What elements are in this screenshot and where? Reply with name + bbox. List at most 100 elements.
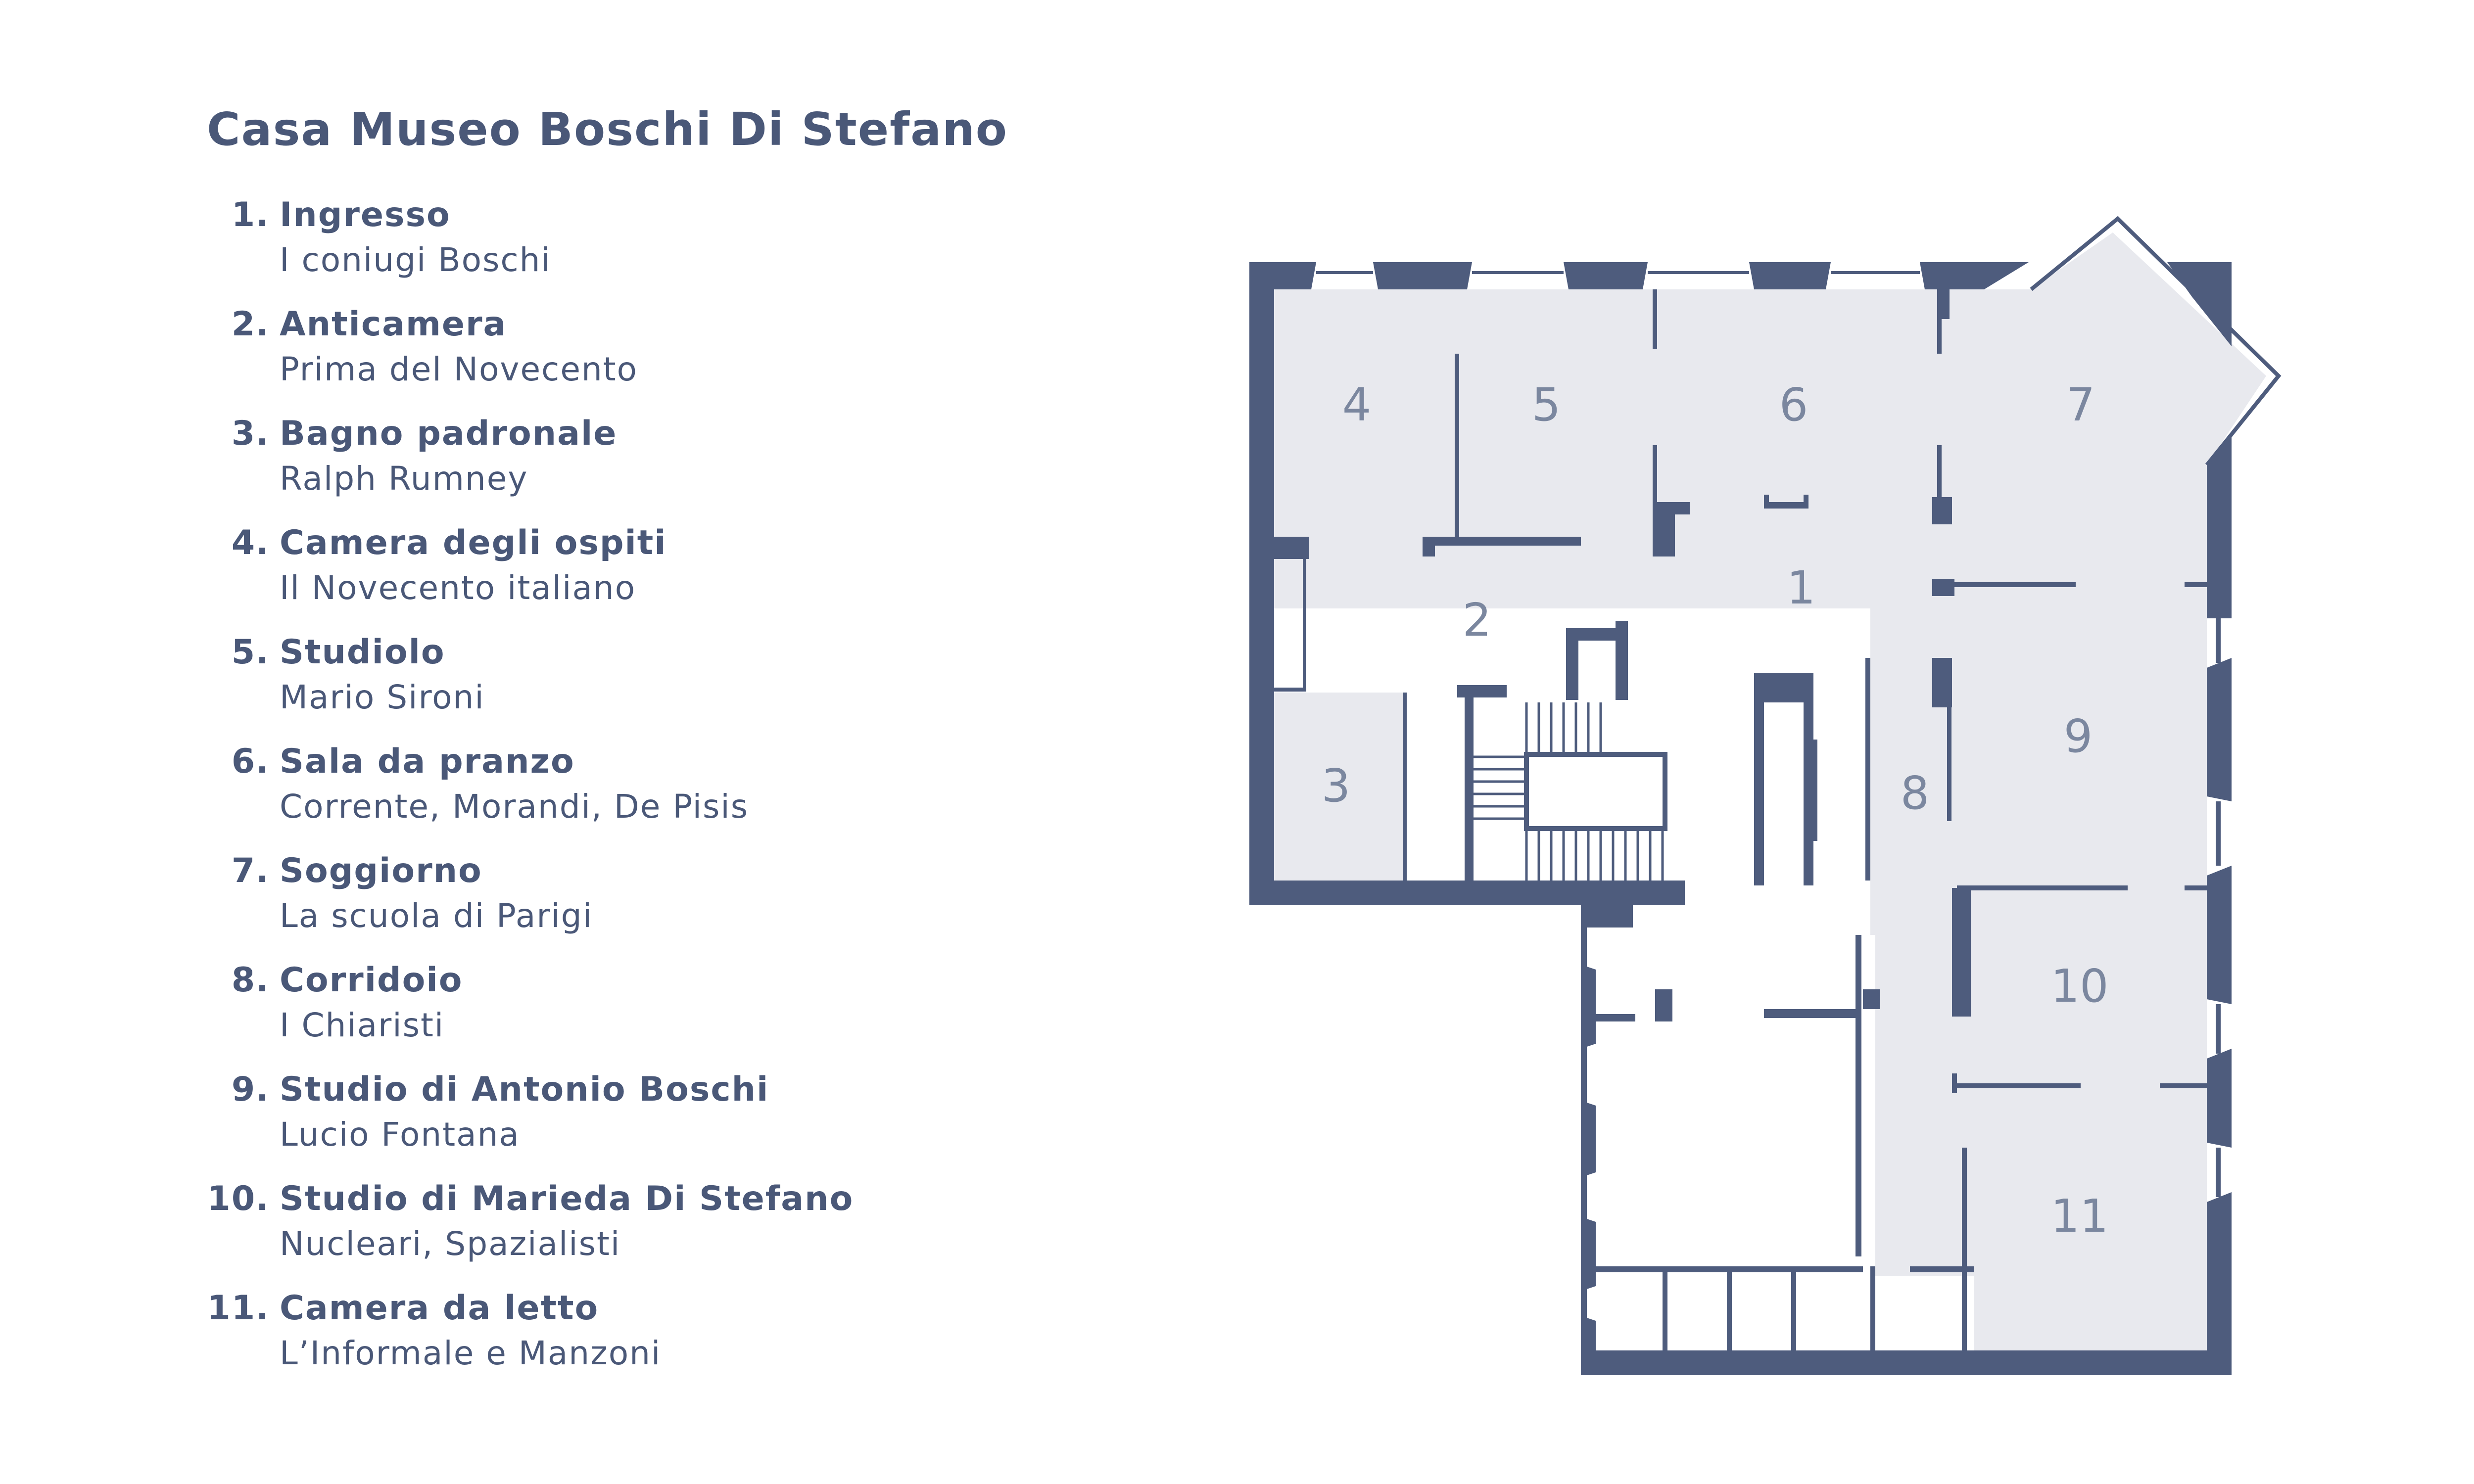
wall [1653, 502, 1675, 556]
page-title: Casa Museo Boschi Di Stefano [207, 103, 1008, 156]
wall [1813, 740, 1817, 841]
legend-room-subtitle: Nucleari, Spazialisti [280, 1225, 621, 1263]
wall [1856, 935, 1861, 1256]
legend-room-subtitle: Ralph Rumney [280, 460, 528, 498]
room-label-6[interactable]: 6 [1779, 378, 1808, 431]
room-label-11[interactable]: 11 [2050, 1190, 2108, 1243]
legend-room-subtitle: La scuola di Parigi [280, 897, 593, 935]
legend-item[interactable]: 7. Soggiorno La scuola di Parigi [0, 851, 990, 961]
floor-areas [1272, 232, 2266, 1350]
wall [1957, 885, 2128, 890]
room-label-7[interactable]: 7 [2066, 378, 2095, 431]
wall [1675, 502, 1690, 514]
wall [1249, 262, 1316, 289]
wall [2185, 582, 2209, 587]
wall [1947, 707, 1951, 821]
room-label-4[interactable]: 4 [1342, 378, 1372, 431]
staircase [1474, 702, 1664, 881]
legend-room-name: Studio di Marieda Di Stefano [280, 1179, 854, 1218]
wall [1910, 1266, 1974, 1272]
walls [1249, 216, 2282, 1375]
legend-item[interactable]: 1. Ingresso I coniugi Boschi [0, 195, 990, 305]
wall [1962, 1148, 1967, 1355]
wall [2207, 658, 2232, 801]
wall [1274, 537, 1309, 559]
wall [1616, 621, 1628, 700]
wall [2216, 618, 2221, 663]
floor-top-wing [1272, 232, 2266, 608]
stair-landing [1524, 752, 1667, 831]
wall [1455, 354, 1459, 542]
wall [1581, 1316, 1596, 1375]
legend-room-subtitle: Corrente, Morandi, De Pisis [280, 788, 749, 826]
room-label-2[interactable]: 2 [1463, 594, 1492, 647]
wall [2185, 885, 2209, 890]
wall [1764, 502, 1808, 509]
room-label-3[interactable]: 3 [1322, 759, 1351, 812]
wall [1932, 658, 1952, 707]
legend-room-name: Anticamera [280, 305, 507, 344]
legend-room-name: Studiolo [280, 633, 445, 672]
legend-item[interactable]: 11. Camera da letto L’Informale e Manzon… [0, 1289, 990, 1398]
legend-room-name: Corridoio [280, 961, 463, 1000]
legend-room-subtitle: L’Informale e Manzoni [280, 1334, 662, 1372]
wall [2207, 866, 2232, 1004]
wall [1303, 559, 1306, 688]
wall [2207, 435, 2232, 608]
legend-number: 2. [231, 305, 270, 344]
legend-item[interactable]: 3. Bagno padronale Ralph Rumney [0, 414, 990, 523]
wall [2207, 584, 2232, 618]
legend-room-name: Ingresso [280, 195, 451, 234]
legend-number: 4. [231, 523, 270, 562]
wall [1804, 495, 1808, 509]
legend-item[interactable]: 9. Studio di Antonio Boschi Lucio Fontan… [0, 1070, 990, 1179]
wall [1249, 881, 1685, 905]
legend-room-subtitle: I Chiaristi [280, 1006, 445, 1044]
wall [1863, 989, 1880, 1009]
legend-room-name: Camera da letto [280, 1289, 599, 1328]
wall [1653, 445, 1657, 534]
wall [1423, 537, 1435, 556]
room-label-10[interactable]: 10 [2050, 960, 2108, 1013]
room-label-9[interactable]: 9 [2064, 710, 2093, 763]
legend-room-name: Studio di Antonio Boschi [280, 1070, 769, 1109]
legend-room-subtitle: Prima del Novecento [280, 350, 638, 388]
wall [1764, 1009, 1860, 1018]
wall [2216, 801, 2221, 866]
legend-room-name: Sala da pranzo [280, 742, 575, 781]
legend-item[interactable]: 5. Studiolo Mario Sironi [0, 633, 990, 742]
wall [1791, 1266, 1796, 1355]
legend-item[interactable]: 4. Camera degli ospiti Il Novecento ital… [0, 523, 990, 633]
wall [1952, 1073, 1957, 1093]
wall [1764, 495, 1769, 509]
legend-number: 5. [231, 633, 270, 672]
wall [1804, 673, 1813, 885]
wall [1465, 685, 1474, 883]
legend-number: 3. [231, 414, 270, 453]
window-line [1648, 271, 1749, 274]
room-label-8[interactable]: 8 [1901, 767, 1930, 820]
wall [1586, 1014, 1635, 1021]
legend-item[interactable]: 10. Studio di Marieda Di Stefano Nuclear… [0, 1179, 990, 1289]
wall [2167, 262, 2232, 346]
room-label-5[interactable]: 5 [1532, 378, 1561, 431]
wall [1564, 262, 1648, 289]
legend-item[interactable]: 2. Anticamera Prima del Novecento [0, 305, 990, 414]
wall [1663, 1266, 1667, 1365]
wall [1952, 888, 1971, 1017]
room-labels: 1 2 3 4 5 6 7 8 9 10 11 [1322, 378, 2109, 1243]
wall [1581, 1101, 1596, 1177]
wall [1655, 989, 1672, 1021]
wall [1954, 582, 2076, 587]
wall [1423, 537, 1581, 546]
room-label-1[interactable]: 1 [1787, 561, 1816, 614]
wall [1586, 1266, 1863, 1272]
wall [1932, 497, 1952, 524]
wall [1727, 1271, 1732, 1355]
floor-room-3 [1272, 693, 1405, 885]
legend-item[interactable]: 8. Corridoio I Chiaristi [0, 961, 990, 1070]
wall [1373, 262, 1472, 289]
wall [1865, 658, 1870, 881]
legend-item[interactable]: 6. Sala da pranzo Corrente, Morandi, De … [0, 742, 990, 851]
